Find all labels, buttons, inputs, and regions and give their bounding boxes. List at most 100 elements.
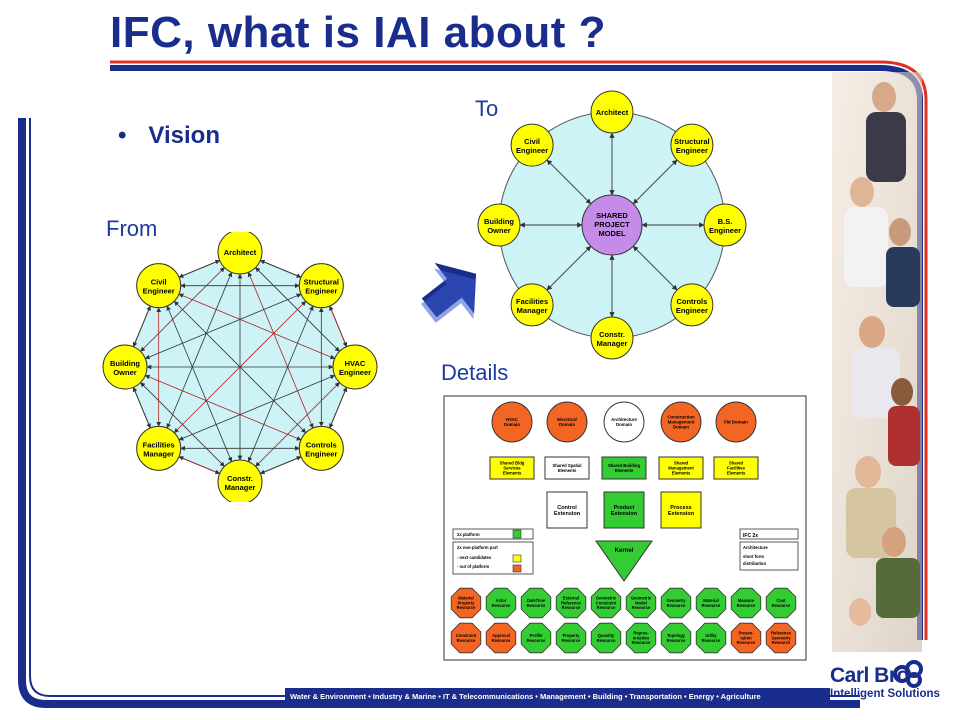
- from-node-circle: [217, 459, 263, 502]
- resource-label: Resource: [492, 638, 511, 643]
- people-photo: [832, 72, 922, 652]
- resource-octagon: [555, 622, 587, 654]
- resource-label: Geometry: [771, 635, 791, 640]
- domain-node: FM Domain: [715, 401, 757, 443]
- resource-label: Reference: [561, 600, 582, 605]
- shared-model-label: SHARED: [596, 211, 628, 220]
- resource-label: External: [563, 596, 579, 601]
- legend-swatch: [512, 529, 522, 539]
- to-node-label: Manager: [517, 306, 548, 315]
- resource-label: Material: [458, 596, 473, 601]
- from-node-circle: [136, 263, 182, 309]
- resource-label: Measure: [738, 598, 755, 603]
- domain-circle: [603, 401, 645, 443]
- resource-octagon: [590, 622, 622, 654]
- to-node-label: Structural: [674, 137, 709, 146]
- resource-label: Resource: [667, 603, 686, 608]
- from-node-circle: [217, 232, 263, 275]
- from-node-label: Facilities: [143, 440, 175, 449]
- from-node-label: Architect: [224, 248, 257, 257]
- resource-label: Resource: [702, 638, 721, 643]
- resource-octagon: [695, 622, 727, 654]
- transition-arrow-icon: [421, 262, 477, 323]
- resource-octagon: [765, 622, 797, 654]
- to-node-circle: [510, 283, 554, 327]
- from-node-label: Engineer: [305, 287, 337, 296]
- to-diagram: SHAREDPROJECTMODELArchitectStructuralEng…: [477, 90, 747, 360]
- resource-label: Material: [703, 598, 718, 603]
- resource-octagon: [765, 587, 797, 619]
- resource-label: Resource: [597, 605, 616, 610]
- to-node-label: Engineer: [516, 146, 548, 155]
- legend-text: - next candidates: [457, 555, 492, 560]
- from-node-circle: [136, 425, 182, 471]
- shared-box-label: Shared Bldg: [500, 461, 525, 466]
- shared-box-label: Shared Spatial: [552, 463, 581, 468]
- shared-box-rect: [601, 456, 647, 480]
- extension-box-rect: [603, 491, 645, 529]
- from-node-label: Manager: [143, 449, 174, 458]
- extension-box-rect: [660, 491, 702, 529]
- extension-box-label: Process: [670, 505, 691, 511]
- from-node-label: HVAC: [345, 359, 366, 368]
- to-node-label: Controls: [676, 297, 707, 306]
- from-node-label: Engineer: [339, 368, 371, 377]
- domain-label: Construction: [667, 414, 695, 419]
- shared-box-rect: [489, 456, 535, 480]
- to-spoke-arrow: [632, 245, 678, 291]
- footer-text: Water & Environment • Industry & Marine …: [290, 692, 761, 701]
- from-node-label: Manager: [225, 483, 256, 492]
- from-node-label: Constr.: [227, 474, 253, 483]
- resource-label: Geometric: [631, 596, 652, 601]
- to-node: Architect: [590, 90, 634, 134]
- resource-label: Geometry: [666, 598, 686, 603]
- resource-octagon: [520, 622, 552, 654]
- resource-label: Resource: [772, 640, 791, 645]
- extension-box-label: Extension: [611, 511, 638, 517]
- to-spoke-arrow: [546, 159, 592, 205]
- domain-label: Electrical: [557, 417, 577, 422]
- resource-octagon: [730, 622, 762, 654]
- to-node-circle: [670, 123, 714, 167]
- resource-label: Resource: [457, 638, 476, 643]
- shared-box-label: Elements: [615, 468, 634, 473]
- from-link-arrow: [178, 259, 221, 278]
- shared-box-rect: [713, 456, 759, 480]
- resource-label: Resource: [457, 605, 476, 610]
- resource-label: Resource: [632, 640, 651, 645]
- carl-bro-logo-icon: [893, 660, 923, 688]
- resource-label: Resource: [527, 638, 546, 643]
- domain-label: FM Domain: [724, 420, 748, 425]
- resource-octagon: [485, 622, 517, 654]
- from-node-label: Owner: [113, 368, 136, 377]
- domain-circle: [660, 401, 702, 443]
- to-node-label: Facilities: [516, 297, 548, 306]
- kernel-label: Kernel: [615, 548, 634, 554]
- to-node-label: Owner: [487, 226, 510, 235]
- resource-label: Repres-: [633, 631, 649, 636]
- from-diagram: ArchitectStructuralEngineerHVACEngineerC…: [102, 232, 378, 502]
- legend-box: [452, 528, 534, 540]
- resource-label: Resource: [737, 603, 756, 608]
- resource-label: Cost: [776, 598, 786, 603]
